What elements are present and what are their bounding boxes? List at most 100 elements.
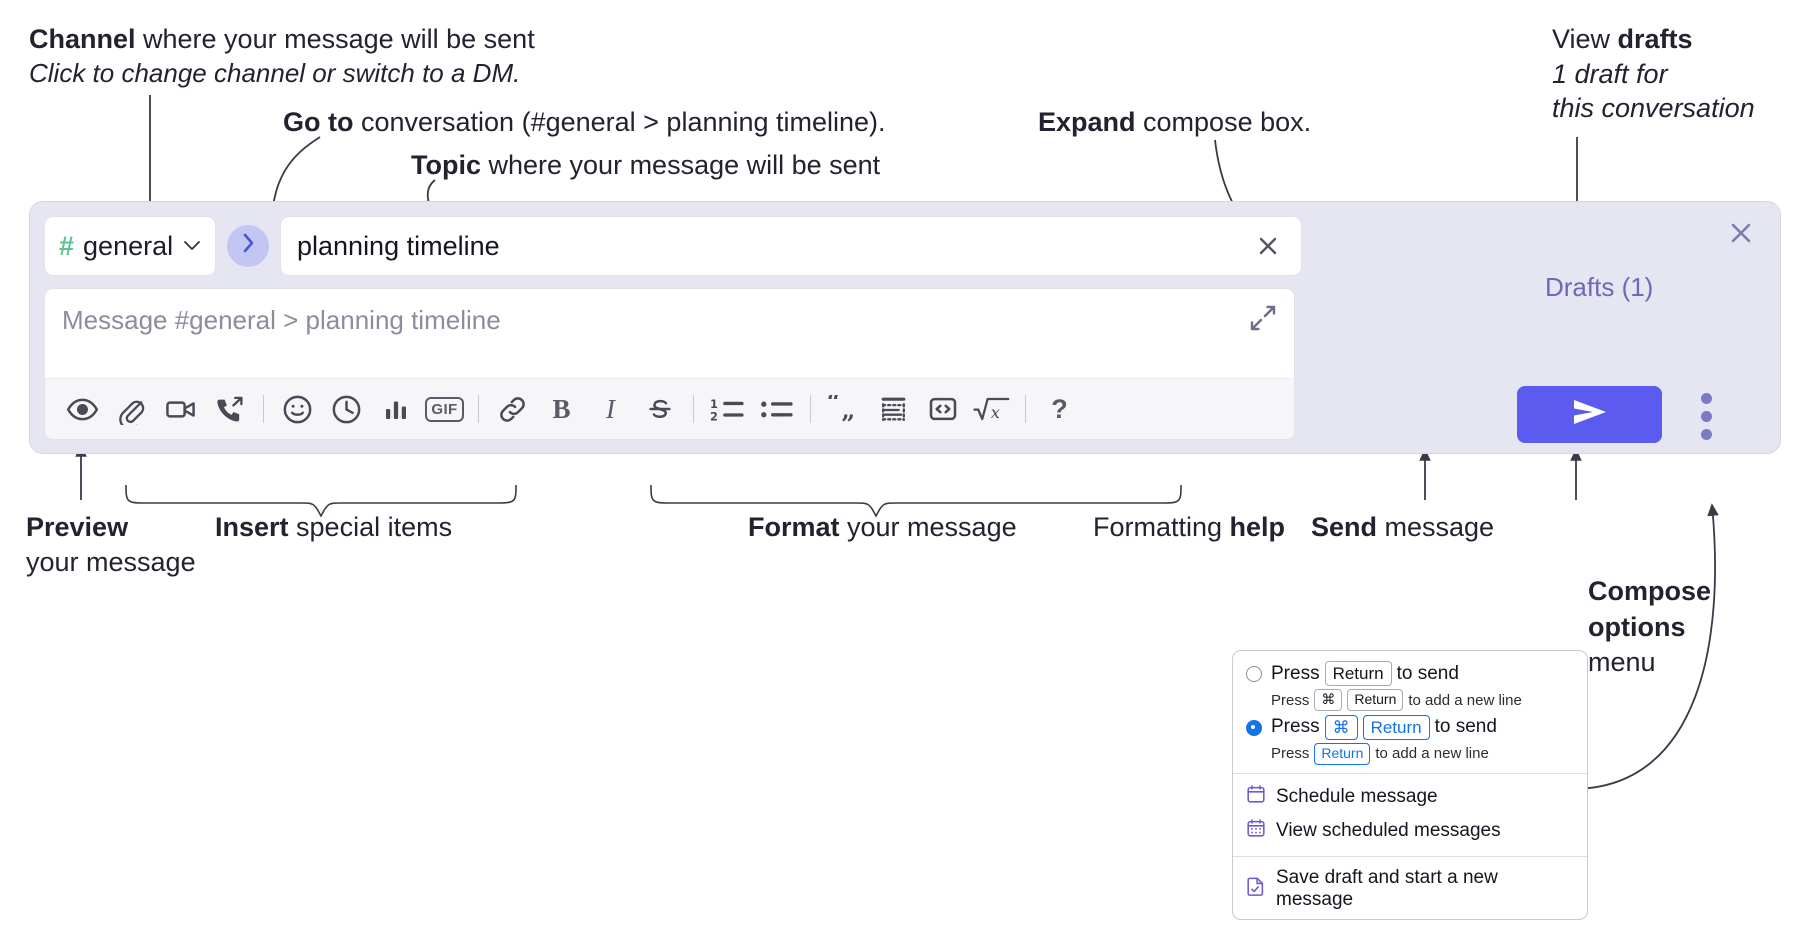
link-icon[interactable] xyxy=(488,385,537,434)
send-option-return[interactable]: Press Return to send xyxy=(1233,657,1587,687)
latex-icon[interactable]: x xyxy=(967,385,1016,434)
message-compose-box[interactable]: Message #general > planning timeline xyxy=(44,288,1295,440)
annotation-expand: Expand compose box. xyxy=(1038,105,1311,140)
drafts-link[interactable]: Drafts (1) xyxy=(1545,272,1654,302)
annotation-formatting-help: Formatting help xyxy=(1093,510,1285,545)
topic-field[interactable]: planning timeline xyxy=(280,216,1302,276)
gif-icon[interactable]: GIF xyxy=(420,385,469,434)
option2-sub-pre: Press xyxy=(1271,745,1310,763)
send-option-cmd-return[interactable]: Press ⌘ Return to send xyxy=(1233,711,1587,740)
huddle-icon[interactable] xyxy=(205,385,254,434)
annotation-channel-rest: where your message will be sent xyxy=(135,24,535,54)
radio-unselected[interactable] xyxy=(1246,666,1262,682)
key-command: ⌘ xyxy=(1314,689,1343,711)
svg-text:1: 1 xyxy=(710,397,718,411)
menu-item-view-scheduled[interactable]: View scheduled messages xyxy=(1233,814,1587,848)
strikethrough-icon[interactable] xyxy=(635,385,684,434)
compose-panel: # general planning timeline Message #gen… xyxy=(29,201,1781,454)
option2-sub-post: to add a new line xyxy=(1375,745,1489,763)
menu-item-label: Schedule message xyxy=(1276,785,1438,807)
annotation-format: Format your message xyxy=(748,510,1017,545)
annotation-send-bold: Send xyxy=(1311,512,1378,542)
compose-options-menu: Press Return to send Press ⌘ Return to a… xyxy=(1232,650,1588,920)
menu-divider xyxy=(1233,772,1587,774)
annotation-help-bold: help xyxy=(1229,512,1286,542)
annotation-topic-bold: Topic xyxy=(411,150,481,180)
bulleted-list-icon[interactable] xyxy=(752,385,801,434)
chevron-down-icon xyxy=(183,236,201,256)
attachment-icon[interactable] xyxy=(107,385,156,434)
annotation-expand-rest: compose box. xyxy=(1135,107,1312,137)
annotation-drafts-rest: View xyxy=(1552,24,1618,54)
key-return: Return xyxy=(1314,743,1371,765)
annotation-compose-line3: menu xyxy=(1588,647,1656,678)
send-button[interactable] xyxy=(1517,386,1662,443)
annotation-format-rest: your message xyxy=(839,512,1017,542)
document-check-icon xyxy=(1246,876,1266,902)
annotation-channel-bold: Channel xyxy=(29,24,136,54)
annotation-insert: Insert special items xyxy=(215,510,452,545)
goto-conversation-button[interactable] xyxy=(227,225,269,267)
formatting-help-icon[interactable]: ? xyxy=(1051,393,1068,424)
menu-item-schedule-message[interactable]: Schedule message xyxy=(1233,780,1587,814)
clear-topic-icon[interactable] xyxy=(1251,229,1285,263)
option2-post: to send xyxy=(1434,716,1497,738)
calendar-clock-icon xyxy=(1246,784,1266,810)
menu-item-label: Save draft and start a new message xyxy=(1276,866,1498,910)
radio-selected[interactable] xyxy=(1246,719,1262,736)
blockquote-icon[interactable]: “„ xyxy=(820,385,869,434)
send-option-return-sub: Press ⌘ Return to add a new line xyxy=(1233,686,1587,711)
expand-diagonal-icon[interactable] xyxy=(1248,303,1280,335)
poll-icon[interactable] xyxy=(371,385,420,434)
annotation-insert-bold: Insert xyxy=(215,512,289,542)
chevron-right-icon xyxy=(242,233,255,259)
annotation-goto-rest: conversation (#general > planning timeli… xyxy=(353,107,886,137)
svg-text:“: “ xyxy=(828,395,841,416)
toolbar-separator xyxy=(263,395,264,423)
channel-and-topic-row: # general planning timeline xyxy=(44,216,1302,276)
svg-text:2: 2 xyxy=(710,409,718,423)
italic-icon[interactable]: I xyxy=(606,393,615,424)
annotation-topic-rest: where your message will be sent xyxy=(481,150,881,180)
video-icon[interactable] xyxy=(156,385,205,434)
annotation-compose-options: Compose options menu xyxy=(1588,574,1711,681)
send-option-cmd-return-sub: Press Return to add a new line xyxy=(1233,740,1587,765)
option1-sub-pre: Press xyxy=(1271,691,1310,709)
bold-icon[interactable]: B xyxy=(552,393,571,424)
option2-pre: Press xyxy=(1271,716,1320,738)
emoji-icon[interactable] xyxy=(273,385,322,434)
annotation-insert-rest: special items xyxy=(288,512,453,542)
annotation-preview-sub: your message xyxy=(26,546,196,577)
message-input-placeholder[interactable]: Message #general > planning timeline xyxy=(62,305,501,335)
code-block-icon[interactable] xyxy=(869,385,918,434)
channel-selector[interactable]: # general xyxy=(44,216,216,276)
menu-item-save-draft[interactable]: Save draft and start a new message xyxy=(1233,863,1587,915)
reminder-icon[interactable] xyxy=(322,385,371,434)
toolbar-separator xyxy=(1025,395,1026,423)
annotation-preview: Preview your message xyxy=(26,510,196,579)
preview-icon[interactable] xyxy=(58,385,107,434)
toolbar-separator xyxy=(478,395,479,423)
code-icon[interactable] xyxy=(918,385,967,434)
svg-text:„: „ xyxy=(841,396,855,423)
annotation-compose-bold2: options xyxy=(1588,611,1686,642)
annotation-goto: Go to conversation (#general > planning … xyxy=(283,105,886,140)
annotation-send-rest: message xyxy=(1377,512,1495,542)
annotation-drafts-bold: drafts xyxy=(1617,24,1693,54)
annotation-compose-bold1: Compose xyxy=(1588,576,1712,606)
annotation-format-bold: Format xyxy=(748,512,840,542)
annotation-send: Send message xyxy=(1311,510,1494,545)
toolbar-separator xyxy=(693,395,694,423)
annotation-preview-bold: Preview xyxy=(26,512,129,542)
annotation-drafts-sub1: 1 draft for xyxy=(1552,58,1668,89)
option1-pre: Press xyxy=(1271,662,1320,684)
vertical-dots-icon[interactable] xyxy=(1694,390,1718,442)
option1-post: to send xyxy=(1396,662,1459,684)
key-return: Return xyxy=(1362,714,1430,740)
key-return: Return xyxy=(1324,661,1392,687)
hash-icon: # xyxy=(59,230,75,261)
toolbar-separator xyxy=(810,395,811,423)
close-icon[interactable] xyxy=(1724,216,1758,250)
